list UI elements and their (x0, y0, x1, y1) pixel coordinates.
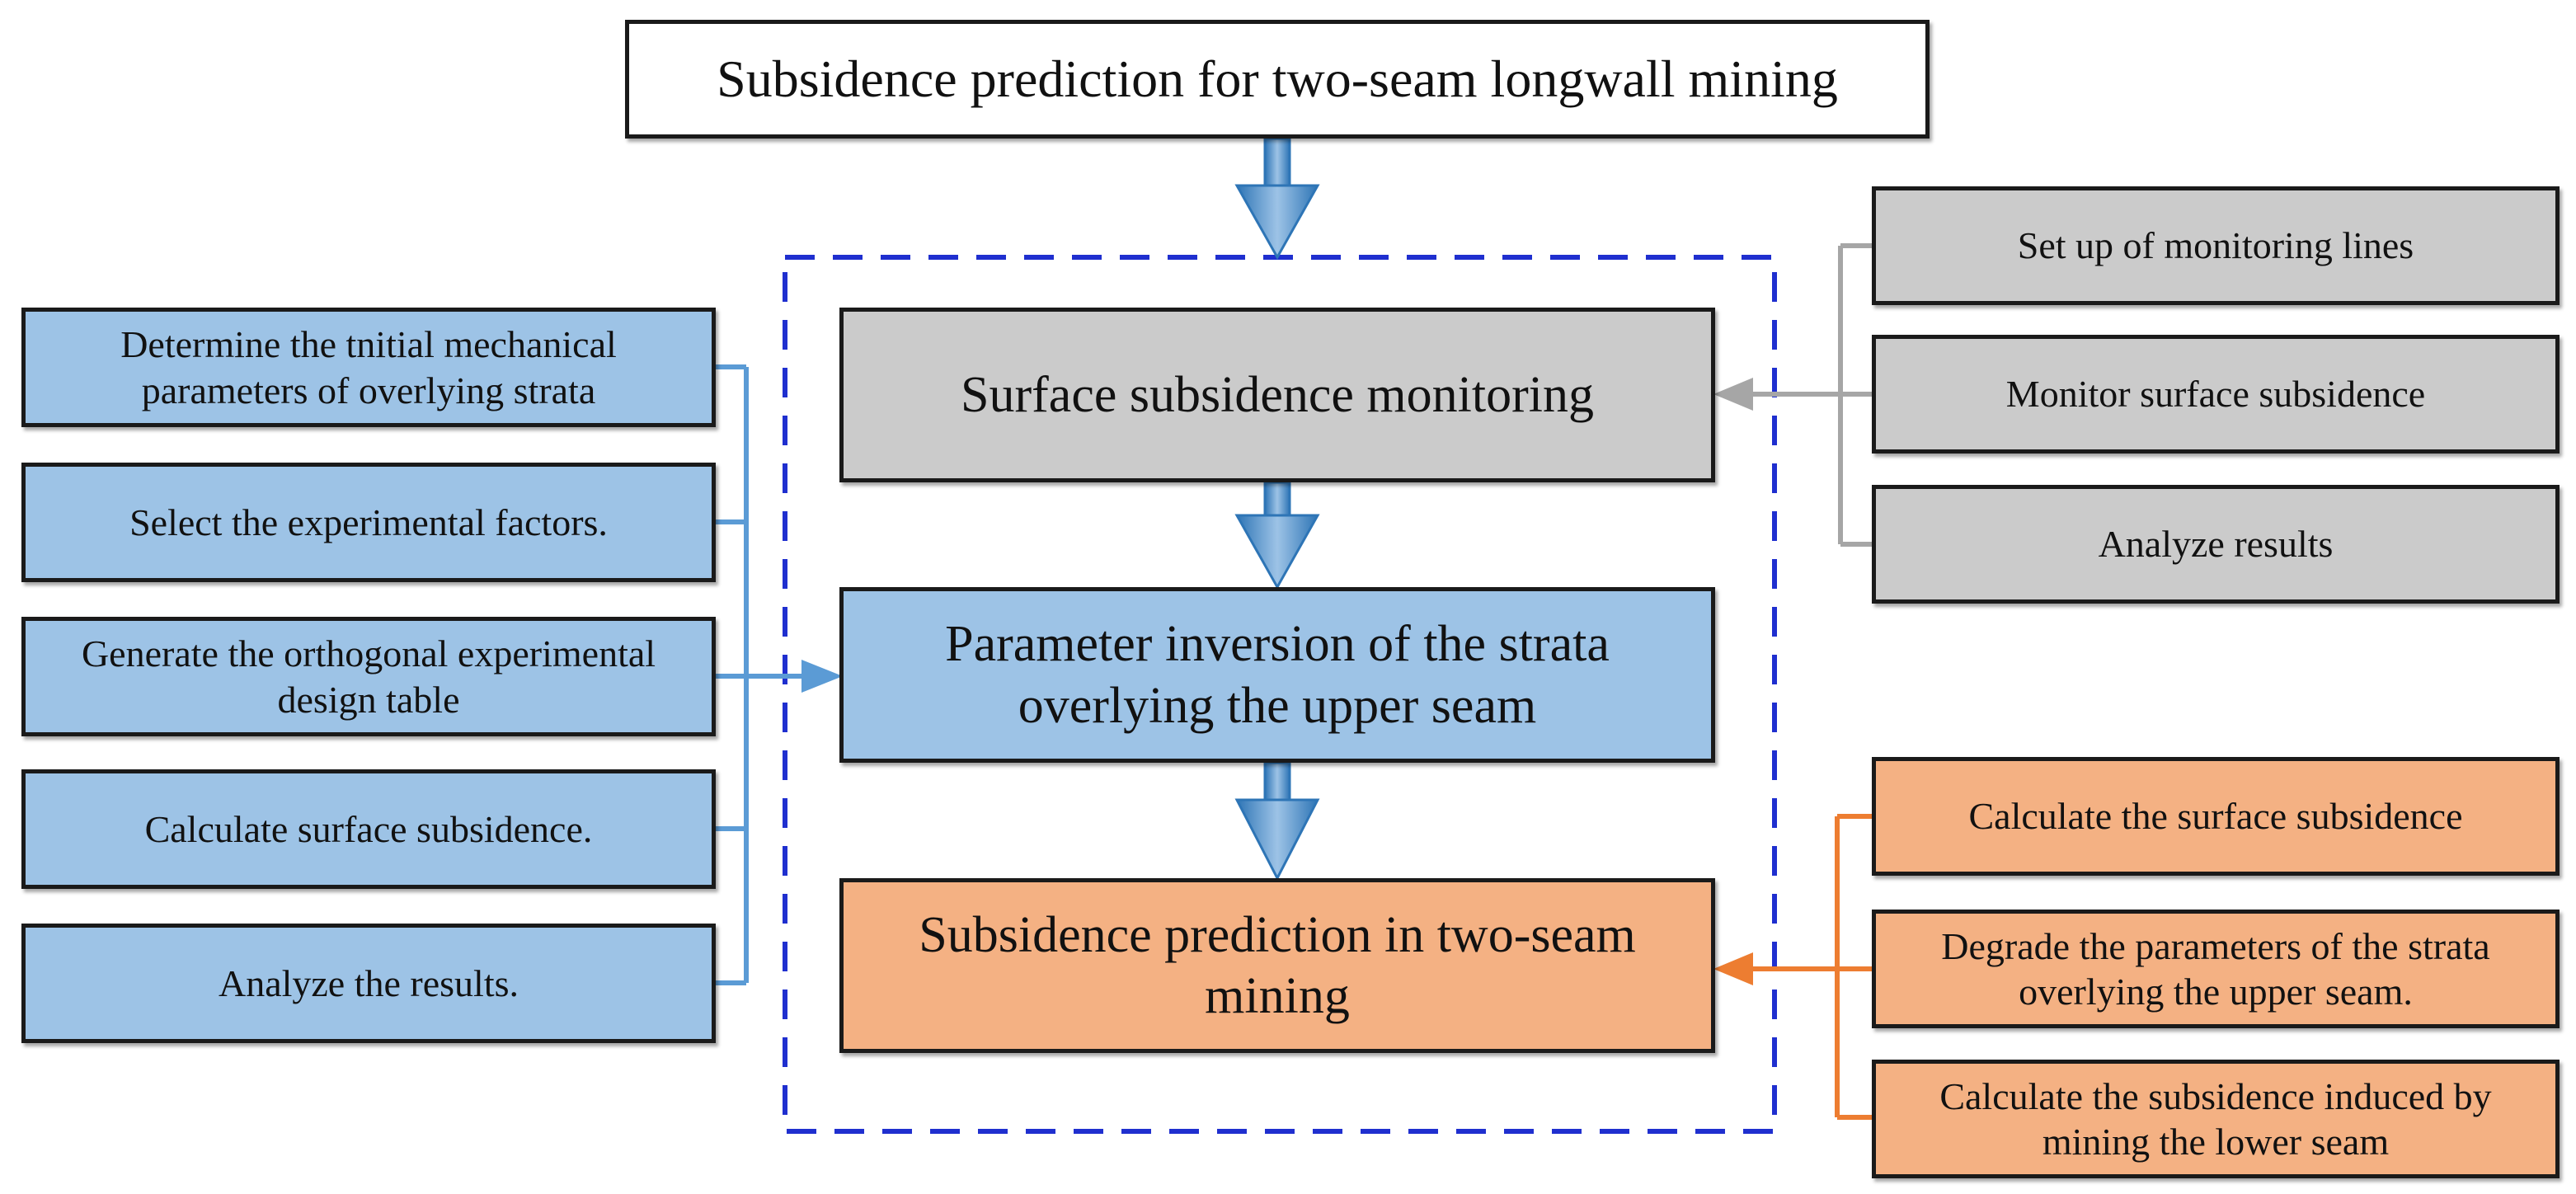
left-step-initial-parameters-label: Determine the tnitial mechanical paramet… (120, 323, 617, 411)
parameter-inversion-label: Parameter inversion of the strata overly… (945, 616, 1610, 734)
right-step-monitoring-lines: Set up of monitoring lines (1872, 186, 2560, 305)
left-step-analyze-results: Analyze the results. (21, 924, 716, 1043)
left-step-calculate-subsidence-label: Calculate surface subsidence. (144, 807, 593, 850)
arrow-down-inversion-to-prediction (1234, 761, 1320, 881)
left-step-initial-parameters: Determine the tnitial mechanical paramet… (21, 308, 716, 427)
left-bracket-connector (716, 364, 804, 985)
right-step-monitor-subsidence: Monitor surface subsidence (1872, 335, 2560, 454)
right-step-calculate-surface-subsidence-label: Calculate the surface subsidence (1968, 795, 2463, 838)
right-step-monitor-subsidence-label: Monitor surface subsidence (2005, 373, 2426, 416)
left-step-analyze-results-label: Analyze the results. (218, 961, 519, 1004)
right-orange-arrowhead (1713, 952, 1753, 985)
left-step-select-factors-label: Select the experimental factors. (129, 501, 608, 543)
surface-subsidence-monitoring-box: Surface subsidence monitoring (839, 308, 1715, 482)
left-step-design-table: Generate the orthogonal experimental des… (21, 617, 716, 736)
right-orange-bracket-connector (1748, 814, 1872, 1120)
right-step-analyze-results-label: Analyze results (2098, 523, 2334, 566)
left-step-design-table-label: Generate the orthogonal experimental des… (81, 632, 656, 721)
subsidence-prediction-box: Subsidence prediction in two-seam mining (839, 878, 1715, 1053)
diagram-title-box: Subsidence prediction for two-seam longw… (625, 20, 1930, 139)
surface-subsidence-monitoring-label: Surface subsidence monitoring (961, 366, 1594, 423)
arrow-down-title-to-monitoring (1234, 137, 1320, 261)
right-step-lower-seam-subsidence: Calculate the subsidence induced by mini… (1872, 1060, 2560, 1178)
right-step-degrade-parameters-label: Degrade the parameters of the strata ove… (1941, 924, 2490, 1013)
right-gray-arrowhead (1713, 378, 1753, 411)
arrow-down-monitoring-to-inversion (1234, 481, 1320, 590)
left-bracket-arrowhead (801, 660, 843, 693)
right-gray-bracket-connector (1748, 243, 1872, 547)
subsidence-prediction-label: Subsidence prediction in two-seam mining (919, 906, 1636, 1024)
parameter-inversion-box: Parameter inversion of the strata overly… (839, 587, 1715, 763)
diagram-title: Subsidence prediction for two-seam longw… (717, 49, 1838, 108)
right-step-monitoring-lines-label: Set up of monitoring lines (2017, 224, 2414, 267)
left-step-calculate-subsidence: Calculate surface subsidence. (21, 769, 716, 889)
right-step-analyze-results: Analyze results (1872, 485, 2560, 604)
right-step-calculate-surface-subsidence: Calculate the surface subsidence (1872, 757, 2560, 876)
right-step-degrade-parameters: Degrade the parameters of the strata ove… (1872, 910, 2560, 1028)
left-step-select-factors: Select the experimental factors. (21, 463, 716, 582)
right-step-lower-seam-subsidence-label: Calculate the subsidence induced by mini… (1939, 1074, 2492, 1163)
